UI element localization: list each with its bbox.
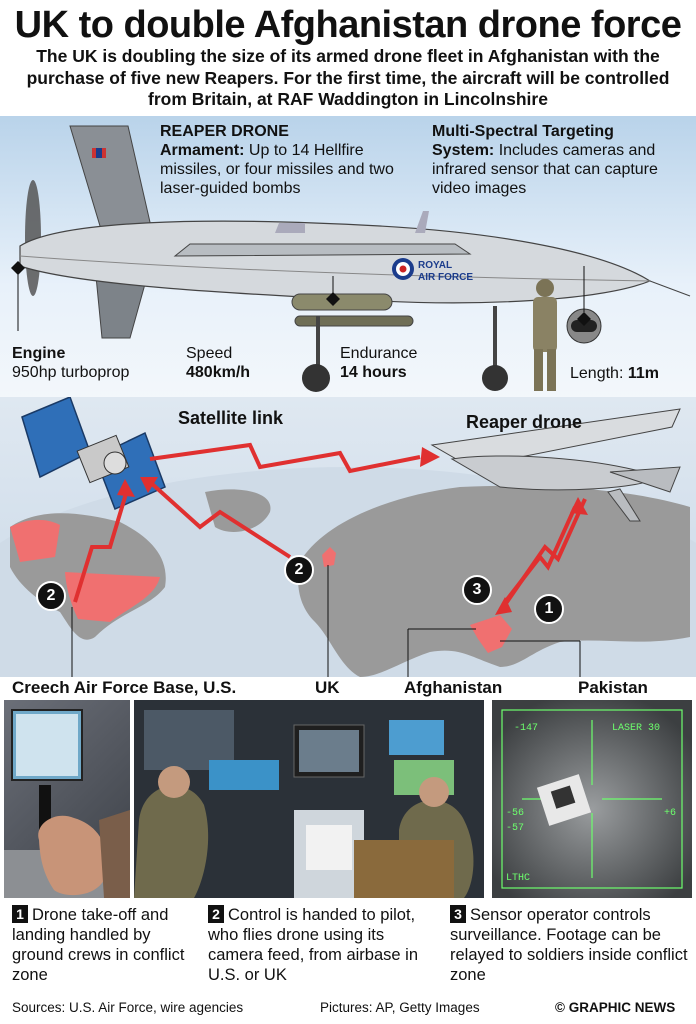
engine-spec: Engine 950hp turboprop bbox=[12, 344, 129, 382]
bomb-icon bbox=[291, 293, 393, 311]
footer-pictures: Pictures: AP, Getty Images bbox=[320, 1000, 480, 1015]
hud-right: +6 bbox=[664, 808, 676, 819]
hud-bottom: LTHC bbox=[506, 873, 530, 884]
missile-icon bbox=[294, 315, 414, 327]
footer-credit: © GRAPHIC NEWS bbox=[555, 1000, 676, 1015]
world-map: Satellite link Reaper drone 1 2 2 3 bbox=[0, 397, 696, 677]
drone-name: REAPER DRONE bbox=[160, 123, 289, 140]
badge-2-us: 2 bbox=[36, 581, 66, 611]
reaper-drone-drawing: ROYAL AIR FORCE bbox=[11, 125, 691, 392]
roundel-text-2: AIR FORCE bbox=[418, 272, 473, 283]
caption-1-text: Drone take-off and landing handled by gr… bbox=[12, 906, 185, 984]
wheel-icon bbox=[302, 364, 330, 392]
badge-3: 3 bbox=[462, 575, 492, 605]
armament-text: Up to 14 Hellfire missiles, or four miss… bbox=[160, 142, 394, 197]
hud-rate: LASER 30 bbox=[612, 723, 660, 734]
location-creech: Creech Air Force Base, U.S. bbox=[12, 678, 237, 697]
reaper-drone-label: Reaper drone bbox=[466, 412, 583, 432]
satellite-icon bbox=[21, 397, 166, 511]
hud-side-1: -56 bbox=[506, 808, 524, 819]
length-spec: Length: 11m bbox=[570, 364, 659, 383]
photo-sensor-feed: -147 LASER 30 -56 -57 LTHC +6 bbox=[492, 700, 692, 898]
world-map-drawing bbox=[0, 397, 696, 677]
targeting-text: Includes cameras and infrared sensor tha… bbox=[432, 142, 658, 197]
speed-spec: Speed 480km/h bbox=[186, 344, 250, 382]
reaper-drone-icon bbox=[430, 408, 681, 522]
photo-pilot-stations bbox=[134, 700, 484, 898]
endurance-spec: Endurance 14 hours bbox=[340, 344, 417, 382]
location-uk: UK bbox=[315, 678, 340, 697]
location-pakistan: Pakistan bbox=[578, 678, 648, 697]
endurance-label: Endurance bbox=[340, 345, 418, 362]
page-title: UK to double Afghanistan drone force bbox=[14, 4, 682, 46]
caption-3-number: 3 bbox=[450, 905, 466, 923]
badge-2-uk: 2 bbox=[284, 555, 314, 585]
caption-2-text: Control is handed to pilot, who flies dr… bbox=[208, 906, 419, 984]
hud-side-2: -57 bbox=[506, 823, 524, 834]
badge-1: 1 bbox=[534, 594, 564, 624]
roundel-text-1: ROYAL bbox=[418, 260, 452, 271]
engine-value: 950hp turboprop bbox=[12, 364, 130, 381]
afghanistan-highlight bbox=[470, 615, 512, 653]
caption-1-number: 1 bbox=[12, 905, 28, 923]
caption-3-text: Sensor operator controls surveillance. F… bbox=[450, 906, 688, 984]
soldier-figure bbox=[536, 279, 554, 297]
length-value: 11m bbox=[627, 365, 659, 382]
satellite-link-label: Satellite link bbox=[178, 408, 284, 428]
caption-2-number: 2 bbox=[208, 905, 224, 923]
hud-top-left: -147 bbox=[514, 723, 538, 734]
location-afghanistan: Afghanistan bbox=[404, 678, 503, 697]
drone-illustration: ROYAL AIR FORCE bbox=[0, 114, 696, 399]
armament-callout: REAPER DRONE Armament: Up to 14 Hellfire… bbox=[160, 122, 410, 198]
satellite-link-arrows bbox=[73, 442, 587, 614]
engine-label: Engine bbox=[12, 345, 66, 362]
length-label: Length: bbox=[570, 365, 624, 382]
intro-text: The UK is doubling the size of its armed… bbox=[26, 46, 670, 109]
endurance-value: 14 hours bbox=[340, 364, 407, 381]
photo-strip: -147 LASER 30 -56 -57 LTHC +6 bbox=[0, 700, 696, 898]
speed-value: 480km/h bbox=[186, 364, 251, 381]
speed-label: Speed bbox=[186, 345, 233, 362]
armament-label: Armament: bbox=[160, 142, 245, 159]
photo-takeoff-control bbox=[4, 700, 130, 898]
footer-sources: Sources: U.S. Air Force, wire agencies bbox=[12, 1000, 244, 1015]
targeting-callout: Multi-Spectral Targeting System: Include… bbox=[432, 122, 672, 198]
targeting-label: Multi-Spectral Targeting System: bbox=[432, 123, 614, 159]
uk-highlight bbox=[322, 547, 336, 567]
usa-highlight bbox=[65, 572, 160, 622]
